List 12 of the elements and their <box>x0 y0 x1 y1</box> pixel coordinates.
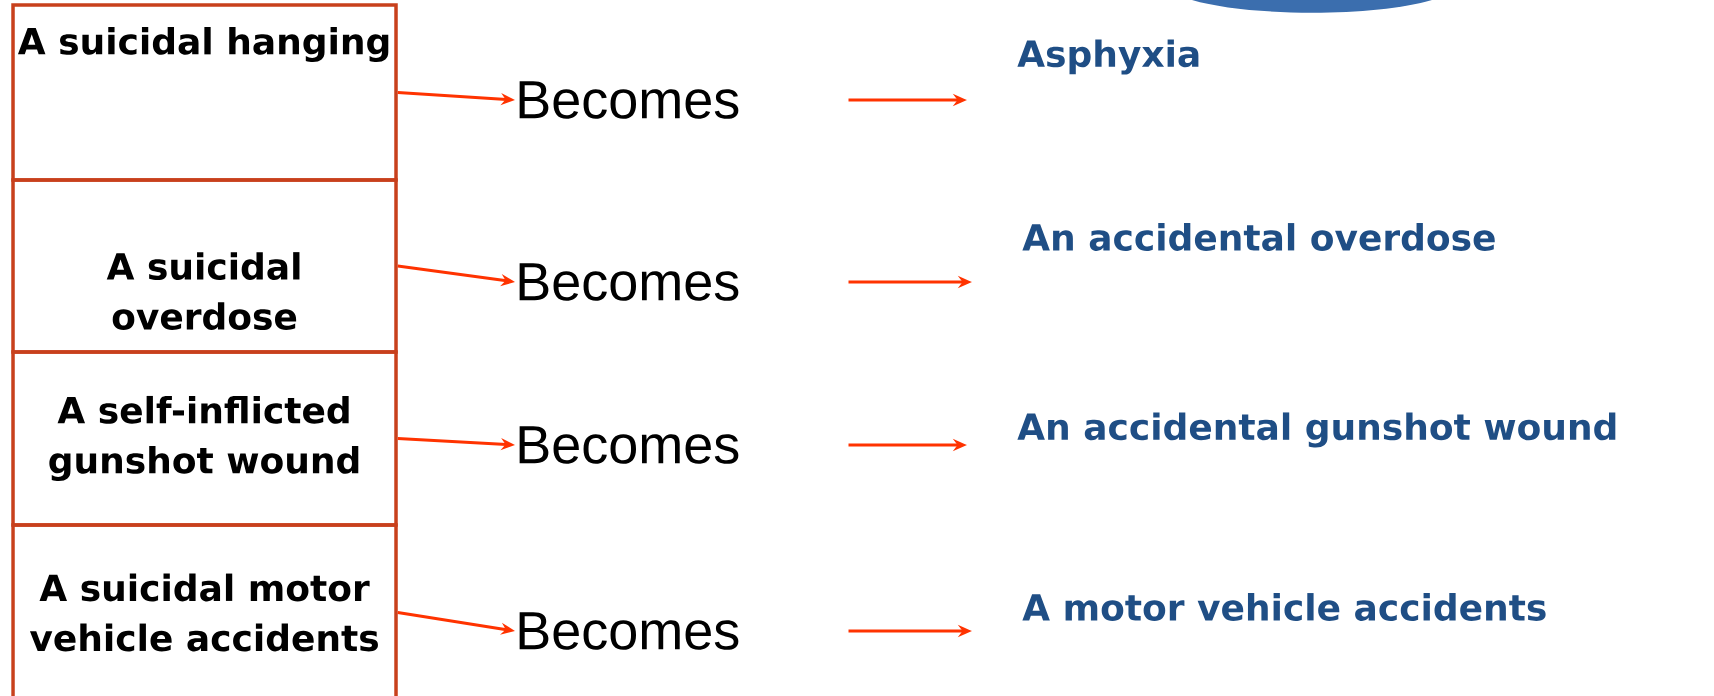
result-text: An accidental overdose <box>1022 223 1495 251</box>
text-box: A suicidal overdose <box>11 178 398 354</box>
label-text: Becomes <box>519 426 739 464</box>
result-text: An accidental gunshot wound <box>1017 412 1616 448</box>
result-text: Asphyxia <box>1017 39 1199 75</box>
label-text: Becomes <box>519 81 739 119</box>
result-text: A motor vehicle accidents <box>1022 593 1546 621</box>
text-box: A suicidal hanging <box>11 3 398 182</box>
text-box: A self-inflicted gunshot wound <box>11 350 398 527</box>
text-box: A suicidal motor vehicle accidents <box>11 523 398 696</box>
label-text: Becomes <box>519 612 739 650</box>
label-text: Becomes <box>519 263 739 301</box>
